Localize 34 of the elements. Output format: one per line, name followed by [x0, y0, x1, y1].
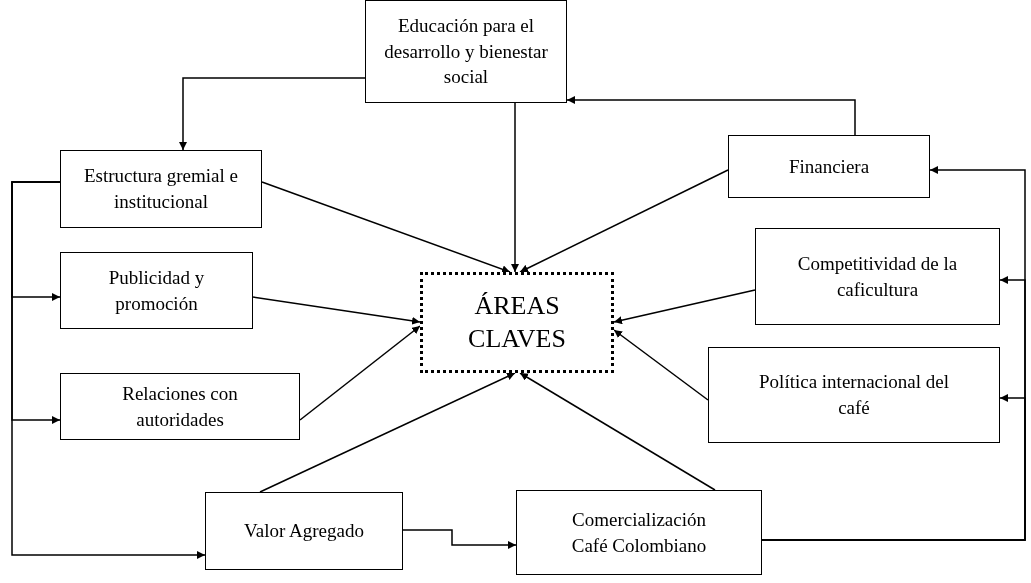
process-box — [516, 490, 762, 575]
arrow — [252, 296, 421, 325]
node-label: Política internacional del café — [758, 370, 950, 420]
node-label: Relaciones con autoridades — [121, 381, 239, 432]
arrow — [299, 325, 421, 421]
arrow — [519, 372, 716, 491]
arrow — [179, 77, 366, 151]
process-box — [365, 0, 567, 103]
process-box — [60, 373, 300, 440]
process-box — [205, 492, 403, 570]
arrow — [519, 169, 729, 273]
process-box — [60, 252, 253, 329]
process-box — [708, 347, 1000, 443]
arrow — [259, 372, 516, 493]
arrow — [11, 181, 206, 559]
arrow — [566, 96, 856, 136]
node-label: Competitividad de la caficultura — [796, 251, 959, 302]
node-label: ÁREAS CLAVES — [467, 290, 567, 355]
arrow — [261, 181, 511, 274]
node-label: Publicidad y promoción — [107, 265, 206, 316]
arrow — [613, 329, 709, 401]
dotted-box — [420, 272, 614, 373]
arrow — [402, 529, 517, 549]
node-label: Estructura gremial e institucional — [82, 164, 239, 214]
node-label: Educación para el desarrollo y bienestar social — [383, 14, 549, 90]
arrow — [511, 102, 519, 273]
process-box — [60, 150, 262, 228]
node-label: Comercialización Café Colombiano — [570, 507, 708, 558]
arrow — [761, 394, 1026, 541]
process-box — [755, 228, 1000, 325]
process-box — [728, 135, 930, 198]
node-label: Financiera — [788, 154, 870, 179]
arrow — [613, 289, 756, 325]
node-label: Valor Agregado — [244, 519, 364, 544]
